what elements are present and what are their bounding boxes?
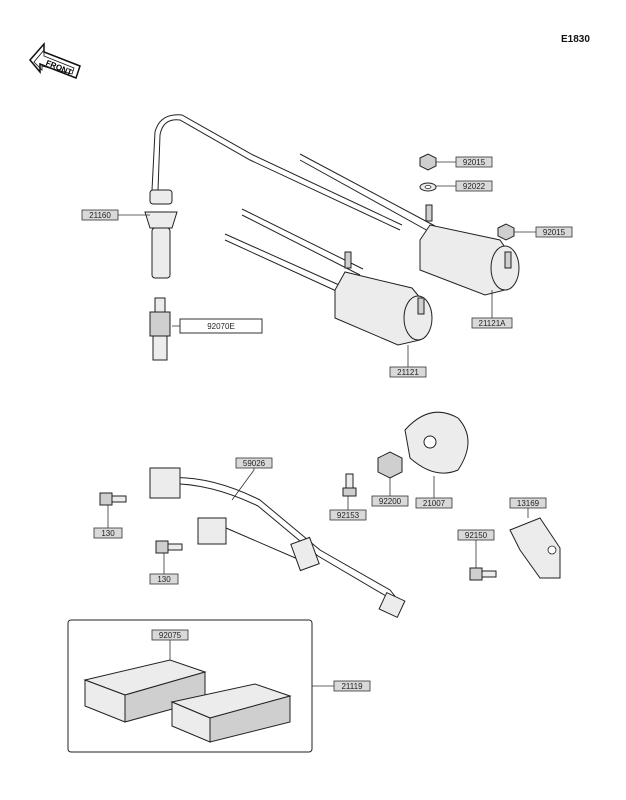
svg-text:13169: 13169 xyxy=(517,499,540,508)
part-label-92200[interactable]: 92200 xyxy=(371,495,409,507)
part-label-13169[interactable]: 13169 xyxy=(509,497,547,509)
svg-text:92150: 92150 xyxy=(465,531,488,540)
svg-text:92015: 92015 xyxy=(463,158,486,167)
bolt-icon xyxy=(342,473,357,497)
bolt-icon xyxy=(469,567,497,581)
part-label-21119[interactable]: 21119 xyxy=(333,680,371,692)
part-label-92022[interactable]: 92022 xyxy=(455,180,493,192)
svg-text:92022: 92022 xyxy=(463,182,486,191)
part-label-21121A[interactable]: 21121A xyxy=(471,317,513,329)
nut-icon xyxy=(419,153,437,171)
part-label-130-b[interactable]: 130 xyxy=(149,573,179,585)
svg-text:21121A: 21121A xyxy=(479,319,507,328)
part-label-92015-top[interactable]: 92015 xyxy=(455,156,493,168)
svg-text:59026: 59026 xyxy=(243,459,266,468)
part-label-21160[interactable]: 21160 xyxy=(81,209,119,221)
spark-plug xyxy=(149,297,171,361)
bracket xyxy=(509,517,561,579)
ignition-coil-front xyxy=(334,251,433,346)
svg-text:21160: 21160 xyxy=(89,211,111,220)
svg-text:92015: 92015 xyxy=(543,228,566,237)
svg-text:130: 130 xyxy=(101,529,115,538)
svg-text:130: 130 xyxy=(157,575,171,584)
part-label-92015-right[interactable]: 92015 xyxy=(535,226,573,238)
igniter-unit xyxy=(170,683,292,743)
part-label-21121[interactable]: 21121 xyxy=(389,366,427,378)
diagram-code: E1830 xyxy=(561,34,590,45)
part-label-92075[interactable]: 92075 xyxy=(151,629,189,641)
nut-icon xyxy=(497,223,515,241)
svg-text:21121: 21121 xyxy=(397,368,419,377)
part-label-59026[interactable]: 59026 xyxy=(235,457,273,469)
nut-icon xyxy=(377,451,403,479)
washer-icon xyxy=(419,182,437,192)
part-label-92070E[interactable]: 92070E xyxy=(179,318,263,334)
svg-text:21119: 21119 xyxy=(341,682,363,691)
svg-text:92153: 92153 xyxy=(337,511,360,520)
part-label-92150[interactable]: 92150 xyxy=(457,529,495,541)
hi-tension-lead-rear xyxy=(151,114,436,233)
timing-rotor xyxy=(404,411,469,474)
wiring-harness xyxy=(149,467,406,619)
bolt-icon xyxy=(155,540,183,554)
bolt-icon xyxy=(99,492,127,506)
part-label-21007[interactable]: 21007 xyxy=(415,497,453,509)
spark-plug-cap xyxy=(144,189,178,279)
part-label-92153[interactable]: 92153 xyxy=(329,509,367,521)
svg-text:21007: 21007 xyxy=(423,499,446,508)
front-arrow-icon: FRONT xyxy=(29,42,81,79)
ignition-coil-rear xyxy=(419,204,520,296)
svg-text:92075: 92075 xyxy=(159,631,182,640)
part-label-130-a[interactable]: 130 xyxy=(93,527,123,539)
hi-tension-lead-front xyxy=(224,208,364,296)
svg-text:92070E: 92070E xyxy=(207,322,235,331)
svg-text:92200: 92200 xyxy=(379,497,402,506)
